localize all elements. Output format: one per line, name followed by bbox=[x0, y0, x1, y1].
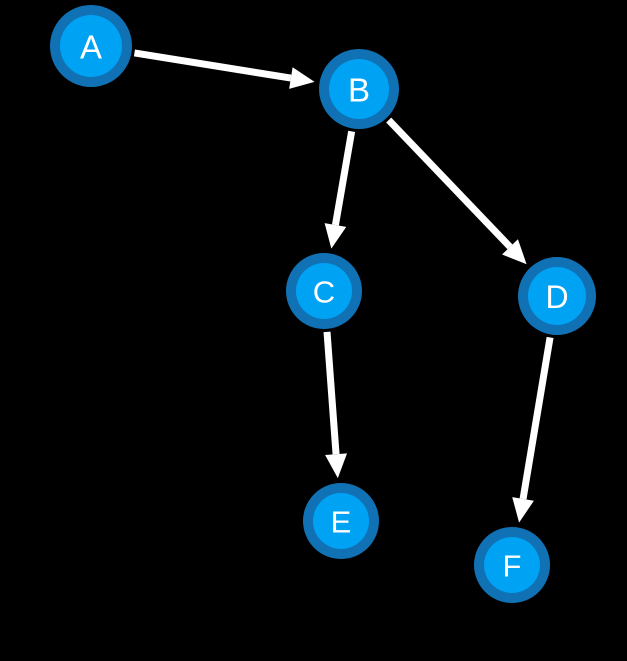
node-label: C bbox=[313, 275, 335, 310]
graph-node-e[interactable]: E bbox=[303, 483, 379, 559]
edge-line bbox=[133, 49, 292, 82]
nodes-layer: A B C D E F bbox=[50, 5, 596, 603]
node-fill bbox=[329, 59, 389, 119]
node-label: E bbox=[331, 505, 352, 540]
node-fill bbox=[528, 267, 586, 325]
graph-node-c[interactable]: C bbox=[286, 253, 362, 329]
graph-node-f[interactable]: F bbox=[474, 527, 550, 603]
graph-node-a[interactable]: A bbox=[50, 5, 132, 87]
node-label: D bbox=[545, 279, 568, 315]
edge-arrowhead-icon bbox=[502, 239, 527, 265]
node-label: A bbox=[80, 29, 102, 66]
edge-arrowhead-icon bbox=[324, 223, 347, 249]
edge-arrowhead-icon bbox=[325, 453, 348, 479]
edge-arrowhead-icon bbox=[512, 497, 534, 523]
graph-node-b[interactable]: B bbox=[319, 49, 399, 129]
edges-layer bbox=[133, 49, 554, 523]
graph-edge-b-d bbox=[386, 117, 527, 265]
node-fill bbox=[296, 263, 352, 319]
node-fill bbox=[313, 493, 369, 549]
node-fill bbox=[484, 537, 540, 593]
edge-line bbox=[331, 130, 356, 226]
graph-edge-c-e bbox=[323, 331, 348, 479]
node-label: B bbox=[348, 72, 370, 109]
graph-node-d[interactable]: D bbox=[518, 257, 596, 335]
graph-edge-a-b bbox=[133, 49, 315, 89]
node-fill bbox=[60, 15, 122, 77]
graph-edge-d-f bbox=[512, 336, 554, 523]
edge-arrowhead-icon bbox=[289, 67, 315, 89]
graph-edge-b-c bbox=[324, 130, 356, 249]
node-label: F bbox=[503, 549, 522, 584]
edge-line bbox=[323, 331, 340, 455]
edge-line bbox=[519, 336, 554, 500]
edge-line bbox=[386, 117, 513, 250]
